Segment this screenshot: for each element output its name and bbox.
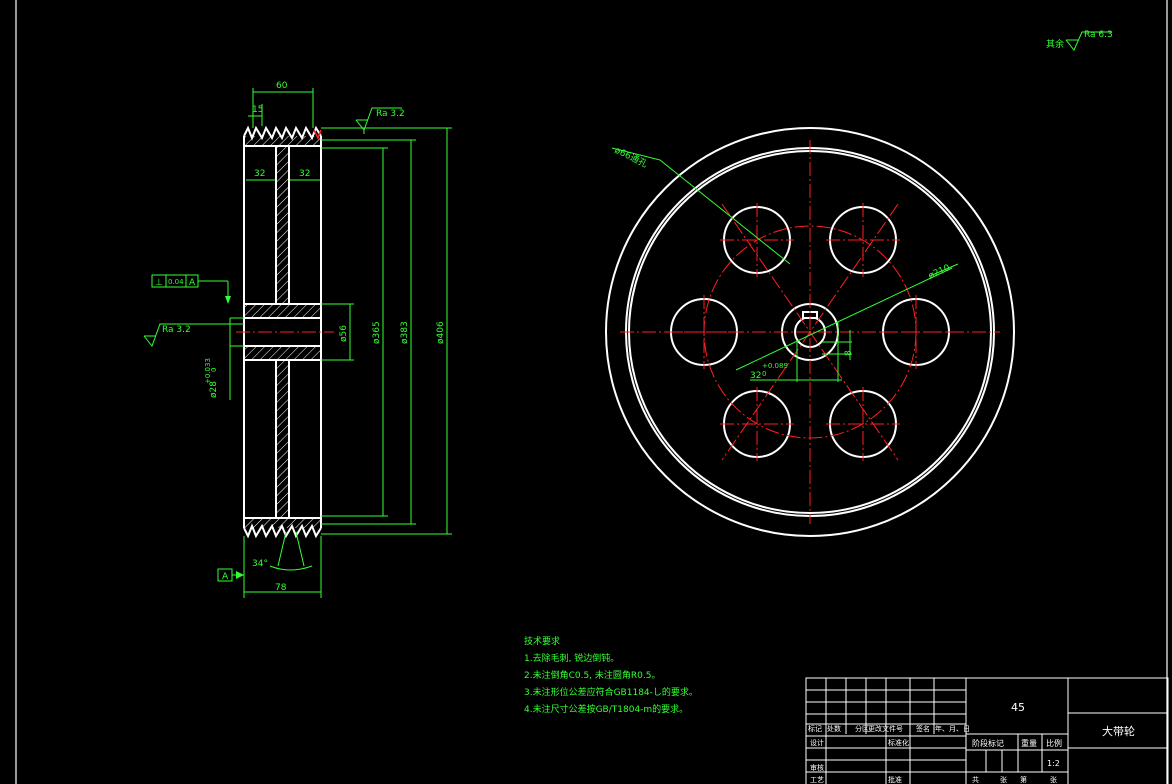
title-material: 45 bbox=[1011, 701, 1025, 714]
title-part-name: 大带轮 bbox=[1102, 724, 1135, 738]
title-review: 审核 bbox=[810, 763, 824, 772]
title-scale: 1:2 bbox=[1047, 759, 1060, 768]
bore-roughness-value: Ra 3.2 bbox=[162, 325, 191, 335]
sheet-border bbox=[15, 0, 1168, 784]
datum-label: A bbox=[222, 572, 229, 582]
dim-bore-dia: ø28 bbox=[209, 381, 219, 398]
title-row-label-6: 年、月、日 bbox=[935, 724, 970, 733]
dim-keyway-tol-lower: 0 bbox=[762, 370, 766, 378]
title-designer: 设计 bbox=[810, 738, 824, 747]
title-block bbox=[805, 677, 1169, 784]
title-row-label-2: 处数 bbox=[827, 724, 841, 733]
title-row-label-1: 标记 bbox=[808, 724, 822, 733]
tolerance-datum: A bbox=[189, 278, 196, 288]
tech-note-4: 4.未注尺寸公差按GB/T1804-m的要求。 bbox=[524, 705, 689, 715]
dim-bore-tol-lower: 0 bbox=[210, 368, 218, 372]
dim-bolt-circle: ø210 bbox=[927, 263, 952, 282]
section-view bbox=[236, 125, 334, 539]
dim-d365: ø365 bbox=[372, 321, 382, 344]
title-sheet-total: 共 bbox=[972, 775, 979, 784]
title-sheet-no: 第 bbox=[1020, 775, 1027, 784]
title-page-word-2: 张 bbox=[1050, 775, 1057, 784]
section-dimensions bbox=[143, 88, 452, 598]
dim-hub-dia: ø56 bbox=[339, 325, 349, 342]
dim-groove-pitch: 15 bbox=[252, 105, 263, 115]
tech-note-2: 2.未注倒角C0.5, 未注圆角R0.5。 bbox=[524, 671, 661, 681]
title-weight: 重量 bbox=[1021, 738, 1037, 748]
datum-triangle bbox=[236, 571, 244, 579]
dim-web-right: 32 bbox=[299, 169, 310, 179]
tech-notes-title: 技术要求 bbox=[524, 637, 561, 647]
tolerance-value: 0.04 bbox=[168, 278, 184, 286]
dim-bore-tol-upper: +0.033 bbox=[204, 358, 212, 384]
general-roughness-prefix: 其余 bbox=[1046, 38, 1064, 50]
title-row-label-4: 更改文件号 bbox=[868, 724, 903, 733]
dim-web-left: 32 bbox=[254, 169, 265, 179]
title-scale-label: 比例 bbox=[1046, 738, 1062, 748]
front-dimensions bbox=[611, 147, 959, 382]
general-roughness-value: Ra 6.3 bbox=[1084, 30, 1113, 40]
dim-holes-note: ø66通孔 bbox=[613, 145, 649, 170]
title-row-label-5: 签名 bbox=[916, 724, 930, 733]
dim-overall-width: 78 bbox=[275, 583, 287, 593]
rim-roughness-value: Ra 3.2 bbox=[376, 109, 405, 119]
dim-groove-angle: 34° bbox=[252, 559, 268, 569]
front-centerlines bbox=[620, 140, 1000, 524]
title-page-word-1: 张 bbox=[1000, 775, 1007, 784]
tolerance-arrow bbox=[225, 296, 231, 304]
title-stage-mark: 阶段标记 bbox=[972, 738, 1004, 748]
title-approve: 批准 bbox=[888, 775, 902, 784]
dim-keyway-tol-upper: +0.089 bbox=[762, 362, 788, 370]
dim-d383: ø383 bbox=[400, 321, 410, 344]
title-process: 工艺 bbox=[810, 776, 824, 784]
title-standardization: 标准化 bbox=[888, 738, 909, 747]
dim-d406: ø406 bbox=[436, 321, 446, 344]
tech-note-3: 3.未注形位公差应符合GB1184-し的要求。 bbox=[524, 688, 698, 698]
tech-note-1: 1.去除毛刺, 锐边倒钝。 bbox=[524, 654, 620, 664]
dim-keyway-depth: 32 bbox=[750, 371, 761, 381]
technical-requirements: 技术要求 1.去除毛刺, 锐边倒钝。 2.未注倒角C0.5, 未注圆角R0.5。… bbox=[524, 634, 698, 719]
tolerance-symbol: ⊥ bbox=[155, 278, 163, 288]
dim-hub-width: 60 bbox=[276, 81, 288, 91]
dim-key-width: 8 bbox=[844, 350, 854, 356]
title-row-label-3: 分区 bbox=[855, 724, 869, 733]
general-roughness-symbol bbox=[1065, 31, 1112, 51]
